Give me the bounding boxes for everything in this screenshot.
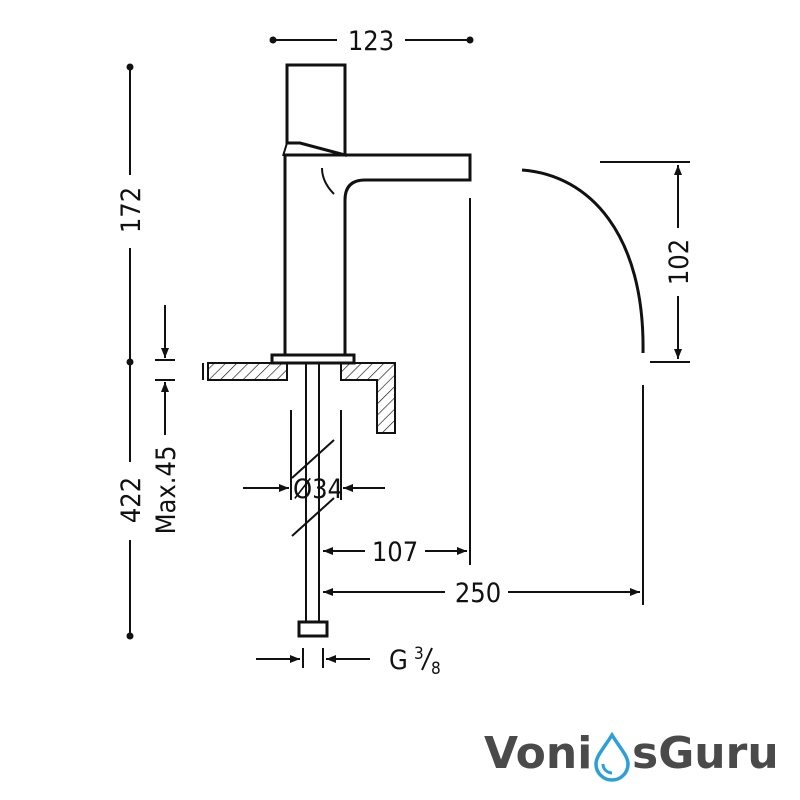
dimension-label-max45: Max.45 [151,446,182,535]
connection-denominator: 8 [431,659,441,679]
connection-numerator: 3 [414,644,424,664]
dimension-label-172: 172 [116,187,147,233]
water-flow-curve [521,168,645,354]
dimension-reach-total: 250 [323,385,644,609]
dimension-label-diameter: Ø34 [293,474,343,505]
brand-text-part1: Voni [484,728,592,779]
dimension-reach-spout: 107 [323,198,471,568]
connection-label-g: G [389,645,408,676]
dimension-label-123: 123 [348,26,394,57]
dimension-hole-diameter: Ø34 [243,410,385,505]
dimension-below-length: 422 [116,362,147,640]
dimension-width-top: 123 [269,26,474,57]
faucet-body [270,63,472,365]
dimension-label-250: 250 [455,578,501,609]
dimension-label-102: 102 [664,239,695,285]
dimension-height-spout: 102 [600,161,695,363]
countertop [202,362,396,434]
water-drop-icon [594,731,630,782]
dimension-label-422: 422 [116,477,147,523]
brand-text-part2: sGuru [632,728,779,779]
dimension-label-107: 107 [372,537,418,568]
dimension-height-total: 172 [116,63,147,366]
dimension-max-thickness: Max.45 [151,305,182,534]
brand-logo: Voni sGuru [484,728,779,782]
dimension-connection-thread: G 3 8 [256,644,441,679]
supply-hose [291,363,335,638]
